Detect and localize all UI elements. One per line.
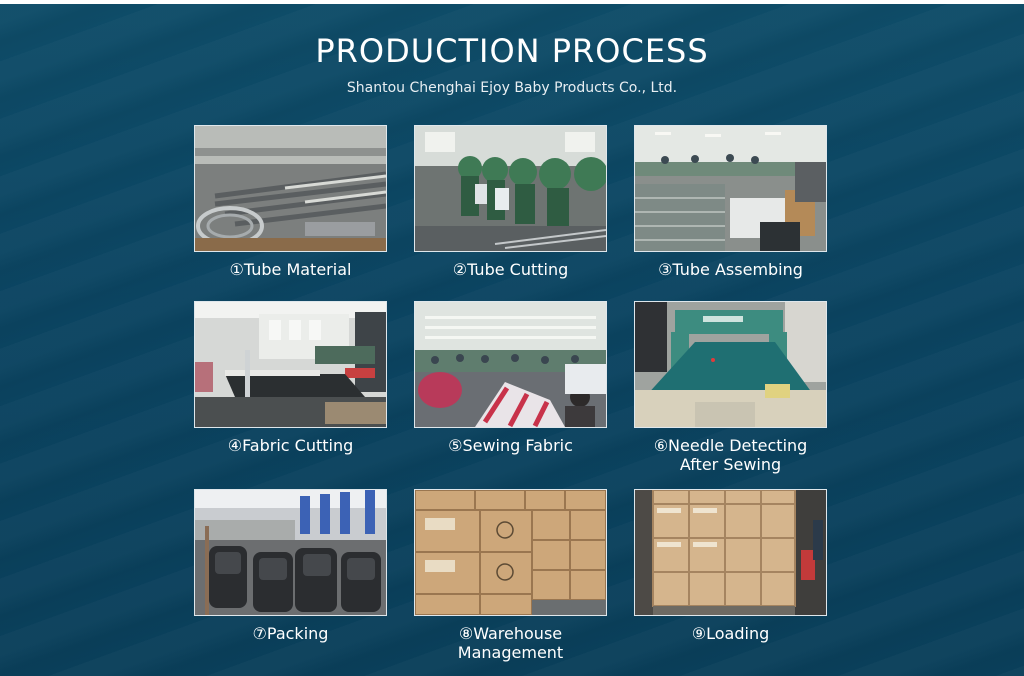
step-label: ③Tube Assembing <box>658 260 803 279</box>
step-card-sewing-fabric: ⑤Sewing Fabric <box>414 301 607 455</box>
step-label: ⑦Packing <box>252 624 329 643</box>
step-card-needle-detecting: ⑥Needle Detecting After Sewing <box>634 301 827 474</box>
tube-assembing-photo <box>634 125 827 252</box>
needle-detecting-photo <box>634 301 827 428</box>
step-label: ⑤Sewing Fabric <box>448 436 573 455</box>
loading-photo <box>634 489 827 616</box>
step-card-fabric-cutting: ④Fabric Cutting <box>194 301 387 455</box>
background-panel: PRODUCTION PROCESS Shantou Chenghai Ejoy… <box>0 4 1024 676</box>
step-card-tube-material: ①Tube Material <box>194 125 387 279</box>
step-label: ①Tube Material <box>229 260 352 279</box>
step-card-warehouse-management: ⑧Warehouse Management <box>414 489 607 662</box>
step-label: ⑨Loading <box>691 624 770 643</box>
warehouse-photo <box>414 489 607 616</box>
company-name: Shantou Chenghai Ejoy Baby Products Co.,… <box>346 80 678 96</box>
step-label: ④Fabric Cutting <box>227 436 354 455</box>
step-card-packing: ⑦Packing <box>194 489 387 643</box>
step-card-tube-assembing: ③Tube Assembing <box>634 125 827 279</box>
page-title: PRODUCTION PROCESS <box>315 32 709 70</box>
tube-cutting-photo <box>414 125 607 252</box>
step-label: ②Tube Cutting <box>452 260 569 279</box>
fabric-cutting-photo <box>194 301 387 428</box>
sewing-fabric-photo <box>414 301 607 428</box>
packing-photo <box>194 489 387 616</box>
step-label: ⑥Needle Detecting After Sewing <box>653 436 808 474</box>
step-card-tube-cutting: ②Tube Cutting <box>414 125 607 279</box>
step-label: ⑧Warehouse Management <box>457 624 564 662</box>
tube-material-photo <box>194 125 387 252</box>
step-card-loading: ⑨Loading <box>634 489 827 643</box>
